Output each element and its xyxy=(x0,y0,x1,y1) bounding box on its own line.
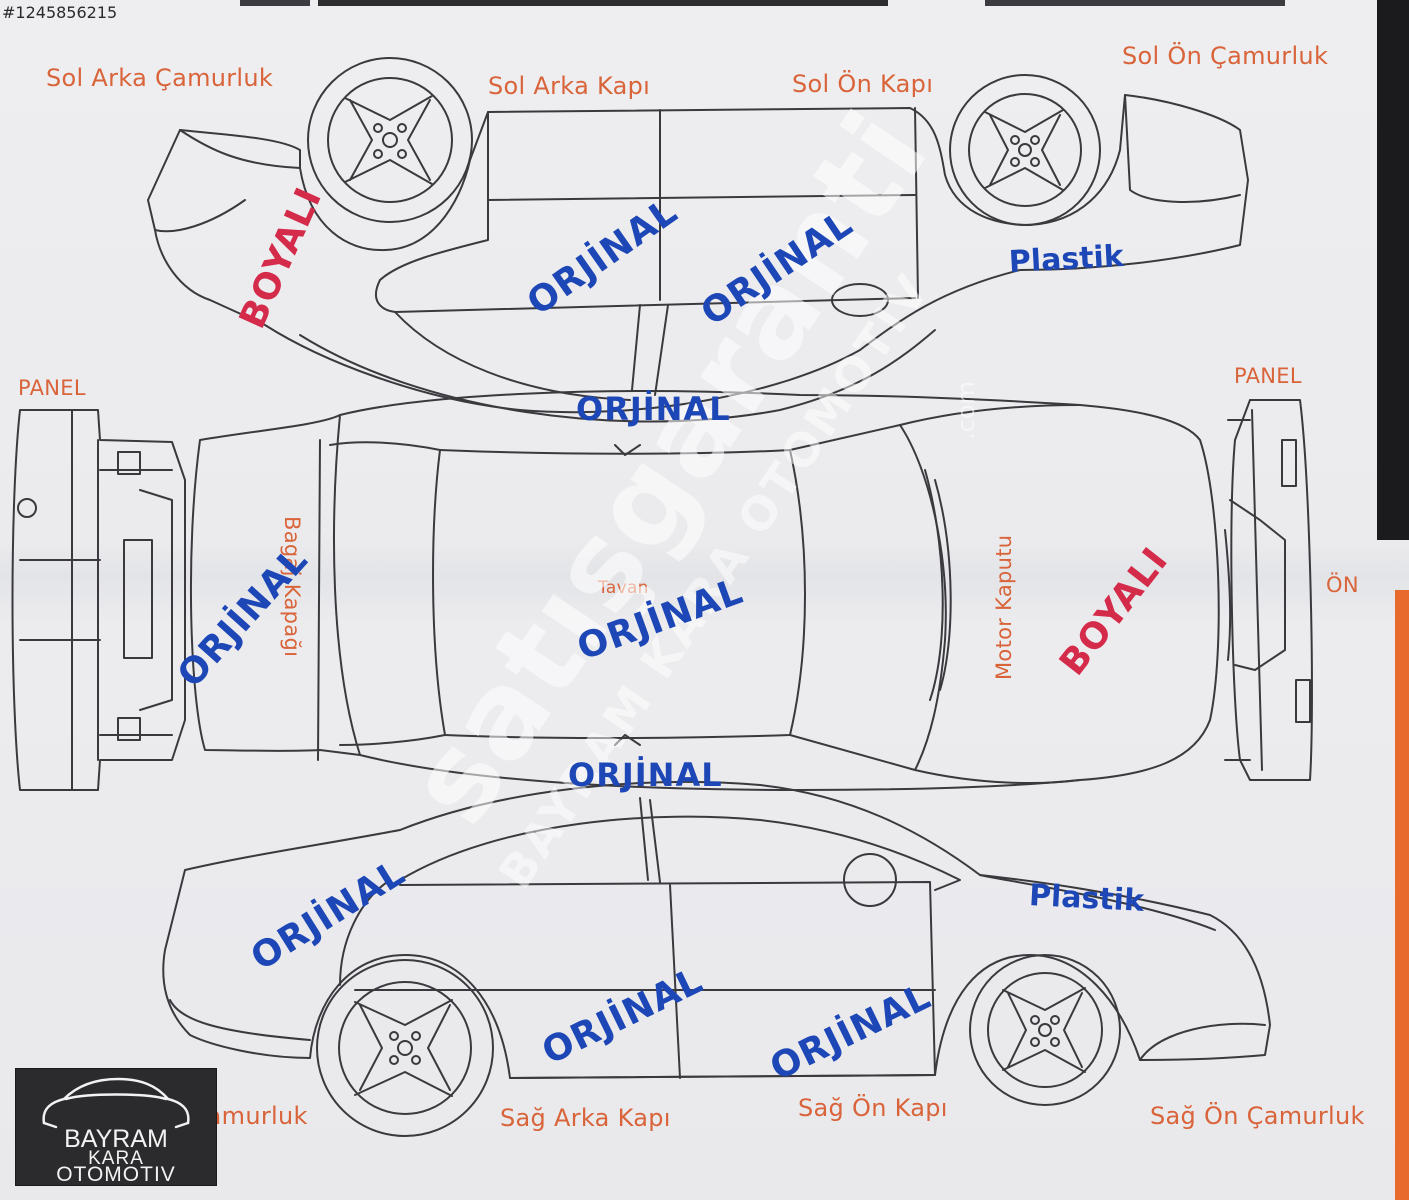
label-front: ÖN xyxy=(1326,573,1359,597)
label-right-rear-door: Sağ Arka Kapı xyxy=(500,1104,671,1132)
car-logo-icon xyxy=(42,1077,190,1129)
right-side-view xyxy=(162,781,1271,1137)
paper-edge xyxy=(240,0,310,6)
label-left-front-door: Sol Ön Kapı xyxy=(792,70,934,98)
label-hood: Motor Kaputu xyxy=(992,534,1016,680)
label-front-panel: PANEL xyxy=(1234,364,1302,388)
background-edge-orange xyxy=(1395,590,1409,1200)
logo-line-1: BAYRAM xyxy=(64,1125,168,1153)
right-side-body xyxy=(162,781,1271,1079)
label-left-rear-door: Sol Arka Kapı xyxy=(488,72,651,100)
wheel xyxy=(969,954,1121,1106)
logo-line-3: OTOMOTIV xyxy=(56,1163,176,1186)
label-left-rear-fender: Sol Arka Çamurluk xyxy=(46,64,274,92)
dealer-logo: BAYRAM KARA OTOMOTIV xyxy=(15,1068,217,1186)
rear-panel xyxy=(11,409,186,791)
stamp-left-front-fender: Plastik xyxy=(1008,238,1125,280)
wheel xyxy=(949,74,1101,226)
wheel xyxy=(307,57,473,223)
top-view xyxy=(189,390,1220,791)
top-body xyxy=(189,390,1220,791)
front-panel xyxy=(1230,399,1313,781)
watermark-tld: .com xyxy=(952,381,980,440)
front-panel-view xyxy=(1224,399,1313,781)
stamp-left-roof-edge: ORJİNAL xyxy=(576,390,731,428)
label-left-front-fender: Sol Ön Çamurluk xyxy=(1122,42,1329,70)
paper-edge xyxy=(985,0,1285,6)
rear-panel-view xyxy=(11,409,186,791)
label-roof: Tavan xyxy=(598,578,649,598)
stamp-right-front-fender: Plastik xyxy=(1028,878,1145,919)
wheel xyxy=(316,959,494,1137)
logo-line-2: KARA xyxy=(88,1148,144,1169)
paper-edge xyxy=(318,0,888,6)
label-right-front-door: Sağ Ön Kapı xyxy=(798,1094,948,1122)
background-edge xyxy=(1377,0,1409,540)
label-right-front-fender: Sağ Ön Çamurluk xyxy=(1150,1102,1365,1130)
listing-id: #1245856215 xyxy=(2,3,118,22)
stamp-right-roof-edge: ORJİNAL xyxy=(568,756,723,794)
left-side-view xyxy=(147,57,1249,423)
label-rear-panel: PANEL xyxy=(18,376,86,400)
